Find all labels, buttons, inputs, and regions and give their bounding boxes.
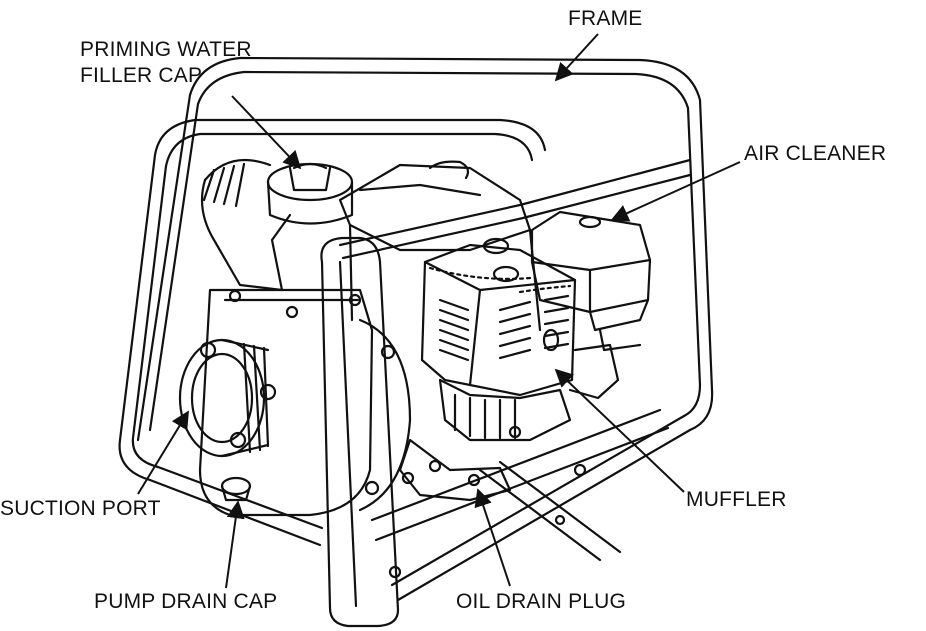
leader-oil-drain bbox=[474, 488, 511, 587]
label-suction-port: SUCTION PORT bbox=[0, 497, 161, 520]
leader-air-cleaner bbox=[610, 161, 741, 222]
muffler bbox=[438, 343, 620, 442]
engine-top bbox=[338, 160, 542, 332]
label-priming-line1: PRIMING WATER bbox=[80, 38, 252, 61]
label-frame: FRAME bbox=[568, 7, 643, 30]
pump-drain-cap bbox=[220, 476, 252, 502]
label-oil-drain-plug: OIL DRAIN PLUG bbox=[456, 590, 627, 613]
label-pump-drain-cap: PUMP DRAIN CAP bbox=[94, 590, 278, 613]
label-priming-water-filler-cap: PRIMING WATER FILLER CAP bbox=[80, 37, 252, 89]
label-muffler: MUFFLER bbox=[686, 488, 787, 511]
leader-muffler bbox=[554, 368, 685, 493]
leader-priming bbox=[231, 95, 302, 170]
label-air-cleaner: AIR CLEANER bbox=[744, 142, 887, 165]
leader-pump-drain bbox=[225, 500, 245, 589]
leader-frame bbox=[554, 33, 599, 82]
leader-suction bbox=[137, 410, 189, 495]
air-cleaner bbox=[530, 210, 652, 352]
frame-tube bbox=[118, 56, 714, 628]
priming-filler-cap bbox=[266, 162, 354, 225]
label-priming-line2: FILLER CAP bbox=[80, 64, 203, 87]
engine-shroud bbox=[420, 237, 577, 397]
discharge-elbow bbox=[200, 158, 292, 292]
leader-lines bbox=[137, 33, 741, 589]
crankcase bbox=[398, 438, 512, 502]
suction-port bbox=[178, 338, 277, 458]
pump-volute bbox=[198, 288, 412, 517]
